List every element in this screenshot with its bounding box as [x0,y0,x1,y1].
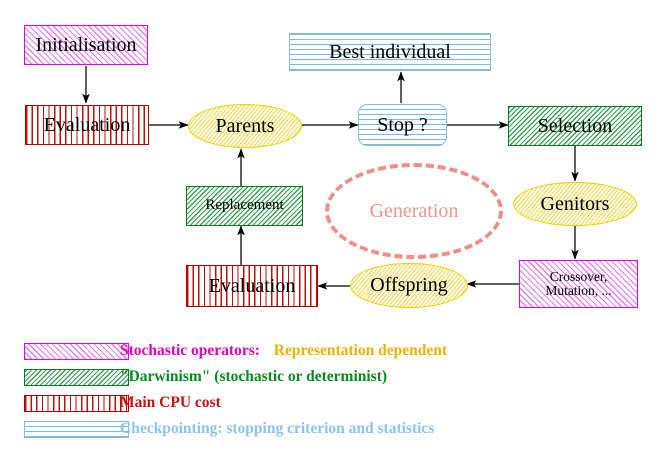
node-replacement[interactable]: Replacement [186,186,303,226]
legend-row: "Darwinism" (stochastic or determinist) [0,364,662,390]
node-crossover-mutation[interactable]: Crossover, Mutation, ... [519,260,638,308]
node-best-individual-label: Best individual [329,40,451,63]
legend-swatch-main-cpu-cost [24,394,129,412]
legend-label-stochastic-operators-part2: Representation dependent [273,342,448,359]
node-selection-label: Selection [537,114,613,137]
legend: Stochastic operators: Representation dep… [0,338,662,442]
legend-label-main-cpu-cost: Main CPU cost [120,394,221,411]
legend-label-stochastic-operators: Stochastic operators: Representation dep… [120,342,447,360]
legend-swatch-darwinism [24,368,129,386]
legend-row: Stochastic operators: Representation dep… [0,338,662,364]
node-genitors-label: Genitors [540,192,610,215]
node-initialisation[interactable]: Initialisation [24,25,148,65]
node-generation-boundary: Generation [325,163,503,259]
node-replacement-label: Replacement [205,197,284,214]
legend-row: Main CPU cost [0,390,662,416]
legend-row: Checkpointing: stopping criterion and st… [0,416,662,442]
legend-swatch-checkpointing [24,420,129,438]
node-crossover-mutation-label: Crossover, Mutation, ... [545,268,612,298]
node-initialisation-label: Initialisation [35,33,137,56]
legend-label-checkpointing: Checkpointing: stopping criterion and st… [120,420,435,437]
node-offspring[interactable]: Offspring [350,263,468,308]
node-stop-label: Stop ? [377,113,428,136]
legend-label-darwinism: "Darwinism" (stochastic or determinist) [120,368,388,385]
node-parents[interactable]: Parents [188,104,302,148]
node-offspring-label: Offspring [370,274,448,297]
node-best-individual[interactable]: Best individual [289,33,491,71]
node-evaluation-bottom-label: Evaluation [208,274,296,297]
node-parents-label: Parents [215,114,275,137]
node-selection[interactable]: Selection [508,106,642,146]
node-evaluation-bottom[interactable]: Evaluation [186,265,318,307]
node-genitors[interactable]: Genitors [513,182,637,226]
node-stop[interactable]: Stop ? [358,104,447,146]
legend-swatch-stochastic-operators [24,342,129,360]
legend-label-stochastic-operators-part1: Stochastic operators: [120,342,260,359]
node-evaluation-top[interactable]: Evaluation [25,105,149,145]
node-generation-label: Generation [369,199,459,222]
node-evaluation-top-label: Evaluation [43,113,131,136]
